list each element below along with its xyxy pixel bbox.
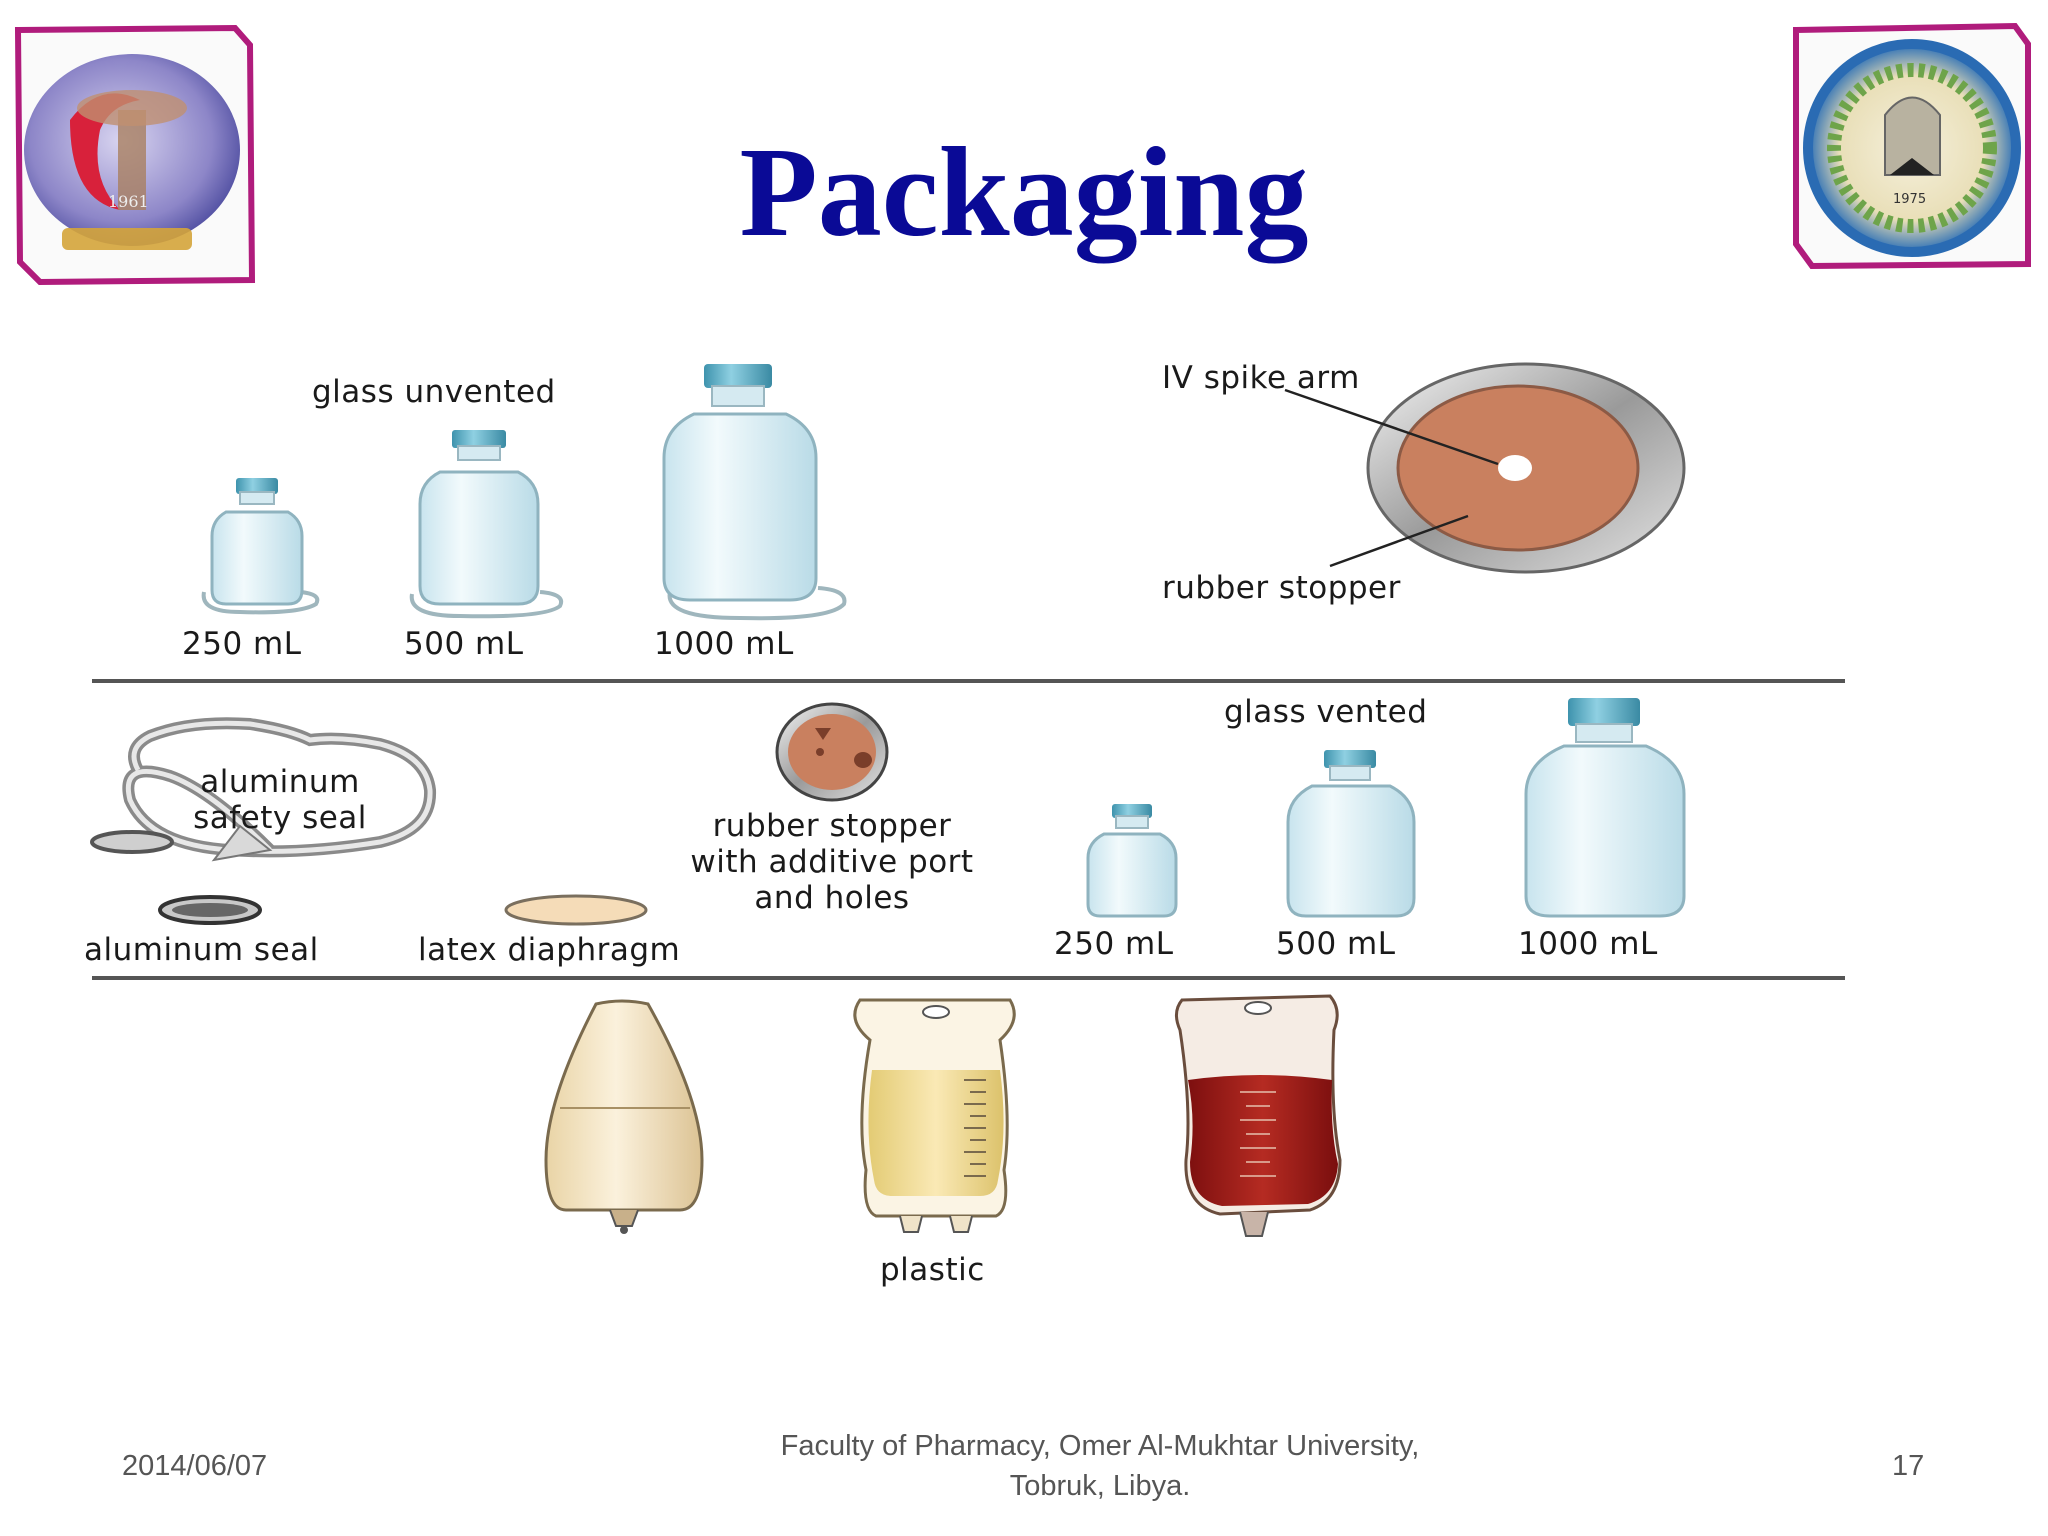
additive-stopper-line2: with additive port xyxy=(690,844,974,880)
safety-seal-label-line2: safety seal xyxy=(193,800,367,836)
aluminum-safety-seal xyxy=(90,717,437,862)
footer-date: 2014/06/07 xyxy=(122,1450,268,1482)
right-logo xyxy=(1793,22,2031,270)
bottle-unvented-500 xyxy=(409,430,563,619)
aluminum-seal-label: aluminum seal xyxy=(84,932,319,968)
vented-size-1000: 1000 mL xyxy=(1518,926,1658,962)
plastic-container-clear xyxy=(544,999,704,1234)
aluminum-seal xyxy=(158,895,262,925)
additive-stopper-line1: rubber stopper xyxy=(712,808,952,844)
footer-institution-line1: Faculty of Pharmacy, Omer Al-Mukhtar Uni… xyxy=(780,1430,1420,1462)
right-logo-year: 1975 xyxy=(1893,192,1927,207)
bottle-unvented-1000 xyxy=(662,364,847,621)
plastic-label: plastic xyxy=(880,1252,985,1288)
vented-size-250: 250 mL xyxy=(1054,926,1174,962)
blood-bag xyxy=(1175,994,1342,1237)
slide-title: Packaging xyxy=(739,121,1309,263)
left-logo-year: 1961 xyxy=(108,192,149,211)
rubber-stopper-additive xyxy=(775,702,889,802)
bottle-unvented-250 xyxy=(201,478,320,615)
bottle-vented-250 xyxy=(1086,804,1178,918)
unvented-size-500: 500 mL xyxy=(404,626,524,662)
vented-size-500: 500 mL xyxy=(1276,926,1396,962)
slide-number: 17 xyxy=(1892,1450,1925,1482)
latex-diaphragm-label: latex diaphragm xyxy=(418,932,681,968)
glass-unvented-heading: glass unvented xyxy=(312,374,556,410)
unvented-size-250: 250 mL xyxy=(182,626,302,662)
left-logo xyxy=(14,24,256,286)
glass-vented-heading: glass vented xyxy=(1224,694,1428,730)
rubber-stopper-top-view xyxy=(1284,362,1686,574)
bottle-vented-1000 xyxy=(1524,698,1686,918)
latex-diaphragm xyxy=(504,894,648,926)
rubber-stopper-label: rubber stopper xyxy=(1162,570,1401,606)
bottle-vented-500 xyxy=(1286,750,1416,918)
safety-seal-label-line1: aluminum xyxy=(200,764,360,800)
iv-spike-arm-label: IV spike arm xyxy=(1162,360,1360,396)
unvented-size-1000: 1000 mL xyxy=(654,626,794,662)
plastic-bag-yellow xyxy=(853,998,1016,1233)
footer-institution-line2: Tobruk, Libya. xyxy=(1009,1470,1191,1502)
additive-stopper-line3: and holes xyxy=(754,880,910,916)
